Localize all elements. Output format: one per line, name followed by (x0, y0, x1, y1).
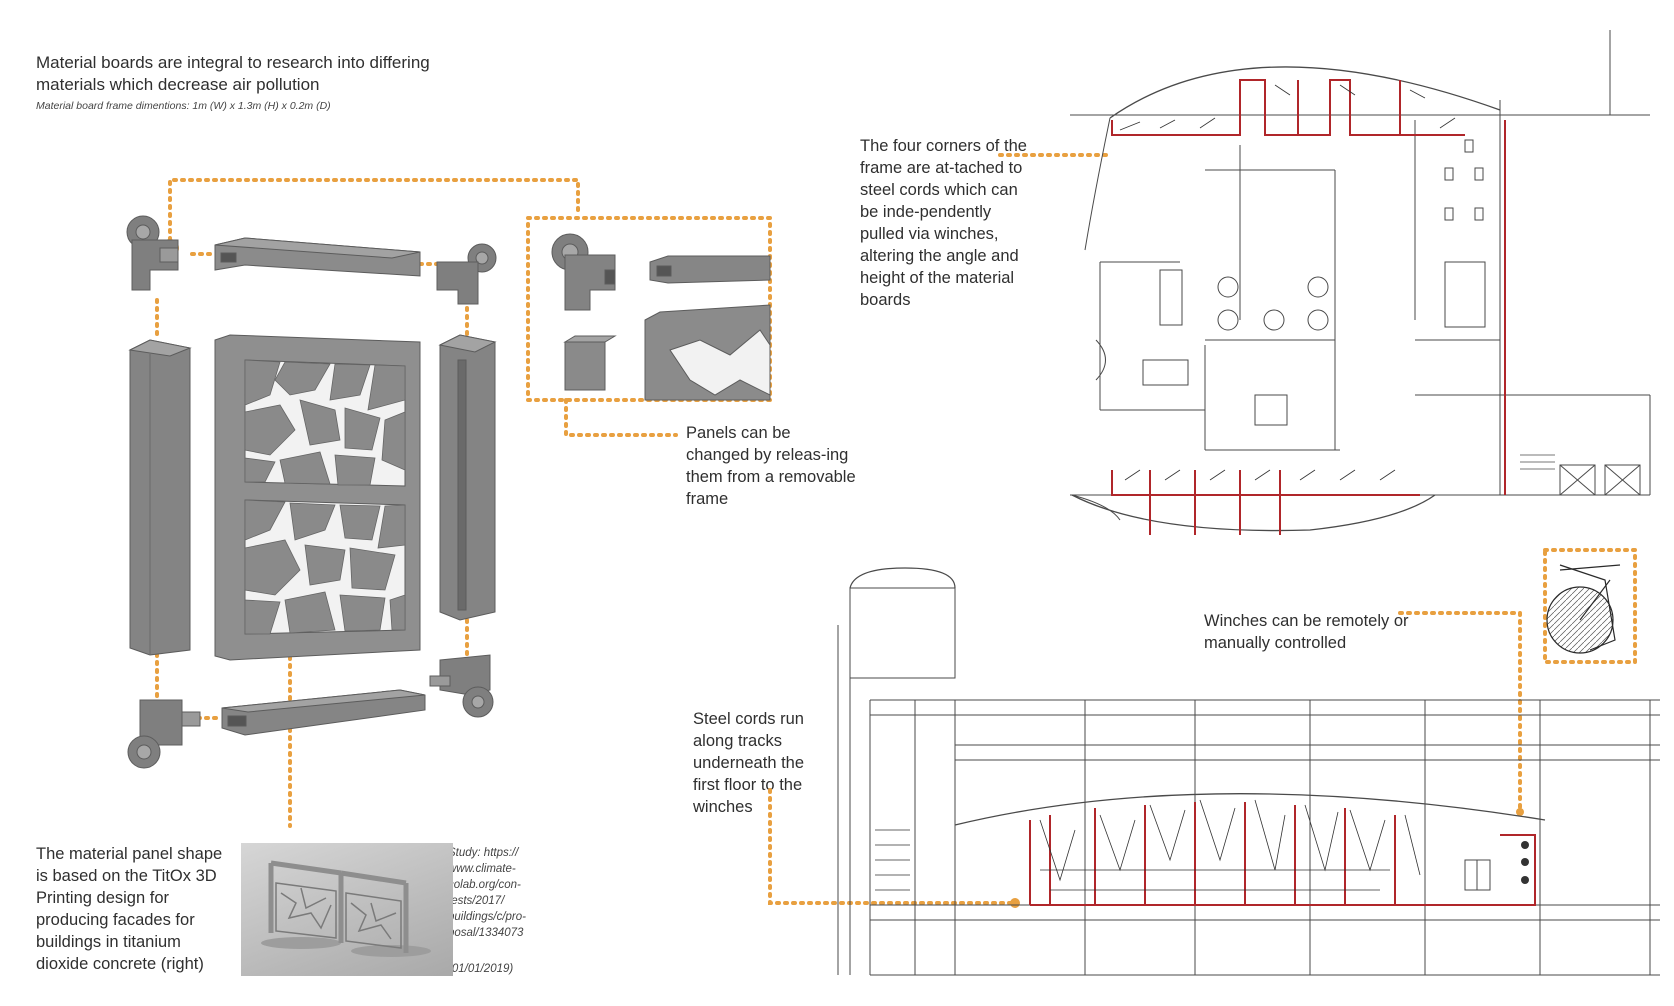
study-date: (01/01/2019) (448, 963, 514, 975)
right-rail (438, 334, 497, 621)
corner-joint-top-left (126, 215, 179, 291)
bottom-rail (221, 689, 426, 736)
intro-title: Material boards are integral to research… (36, 53, 430, 94)
lattice-panel (214, 334, 421, 661)
building-section-drawing (837, 567, 1660, 976)
top-rail (214, 237, 421, 277)
corners-annotation: The four corners of the frame are at-tac… (860, 137, 1027, 309)
leader-cords-label (768, 788, 1017, 905)
panels-annotation: Panels can be changed by releas-ing them… (686, 424, 856, 508)
titox-prototype-photo (241, 843, 453, 976)
corner-joint-top-right (436, 243, 497, 305)
frame-dimensions-note: Material board frame dimentions: 1m (W) … (36, 100, 331, 112)
cords-annotation: Steel cords run along tracks underneath … (693, 710, 805, 816)
corner-joint-bottom-left (127, 699, 201, 769)
section-tracks (1029, 802, 1536, 906)
leader-panels-label (564, 398, 678, 437)
winch-box-border (1543, 548, 1637, 664)
study-source: Study: https:// www.climate-colab.org/co… (448, 847, 526, 939)
titox-annotation: The material panel shape is based on the… (36, 845, 223, 973)
leader-frame-top (168, 178, 580, 250)
plan-tracks (1111, 79, 1506, 535)
left-rail (128, 339, 192, 656)
floor-plan-drawing (1070, 30, 1651, 535)
winches-annotation: Winches can be remotely or manually cont… (1204, 612, 1409, 652)
frame-corner-detail (551, 233, 771, 401)
winch-icon (1546, 564, 1621, 654)
corner-joint-bottom-right (429, 654, 494, 718)
exploded-frame-illustration (126, 215, 497, 769)
